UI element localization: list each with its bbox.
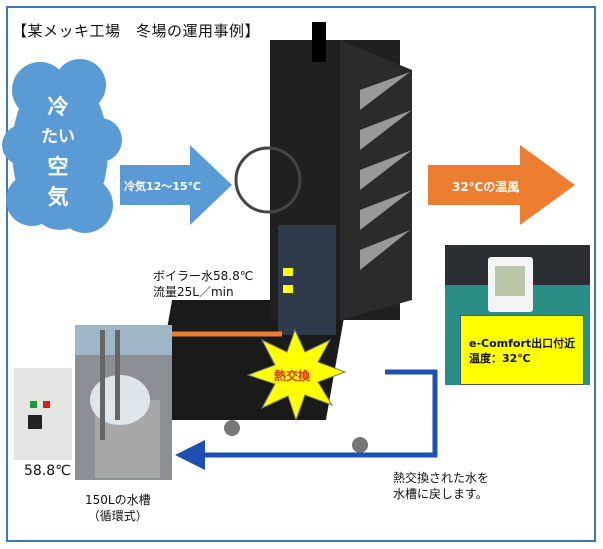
heat-exchange-label: 熱交換 bbox=[274, 369, 311, 383]
boiler-flow: 流量25L／min bbox=[153, 285, 234, 299]
cloud-shape bbox=[2, 59, 122, 233]
controller-temp: 58.8℃ bbox=[24, 463, 71, 479]
sensor-temp: 温度：32℃ bbox=[469, 352, 531, 365]
return-line1: 熱交換された水を bbox=[393, 471, 490, 485]
e-comfort-unit-photo bbox=[150, 22, 412, 453]
diagram-frame bbox=[6, 6, 596, 542]
page-title: 【某メッキ工場 冬場の運用事例】 bbox=[12, 22, 261, 40]
boiler-info: ボイラー水58.8℃ 流量25L／min bbox=[153, 268, 253, 300]
controller-photo bbox=[14, 368, 72, 460]
return-caption: 熱交換された水を 水槽に戻します。 bbox=[393, 470, 489, 502]
tank-capacity: 150Lの水槽 bbox=[85, 493, 151, 507]
cloud-line: 気 bbox=[47, 185, 69, 209]
return-line2: 水槽に戻します。 bbox=[393, 487, 488, 501]
tank-caption: 150Lの水槽 （循環式） bbox=[85, 492, 151, 524]
sensor-callout: e-Comfort出口付近 温度：32℃ bbox=[460, 315, 584, 385]
sensor-location: e-Comfort出口付近 bbox=[469, 337, 576, 350]
return-water-line bbox=[200, 369, 438, 458]
cloud-label: 冷 たい 空 気 bbox=[40, 92, 76, 212]
cold-air-label: 冷気12～15℃ bbox=[124, 180, 201, 193]
warm-air-label: 32℃の温風 bbox=[452, 180, 520, 194]
return-arrow-head bbox=[175, 440, 205, 470]
boiler-temp: ボイラー水58.8℃ bbox=[153, 269, 254, 283]
cold-air-arrow bbox=[120, 145, 232, 225]
tank-type: （循環式） bbox=[87, 509, 148, 523]
warm-air-arrow bbox=[428, 145, 575, 225]
cloud-line: 空 bbox=[47, 155, 69, 179]
cloud-line: 冷 bbox=[47, 95, 69, 119]
water-tank-photo bbox=[75, 325, 172, 480]
cloud-line: たい bbox=[41, 127, 75, 147]
heat-exchange-burst bbox=[246, 328, 347, 422]
